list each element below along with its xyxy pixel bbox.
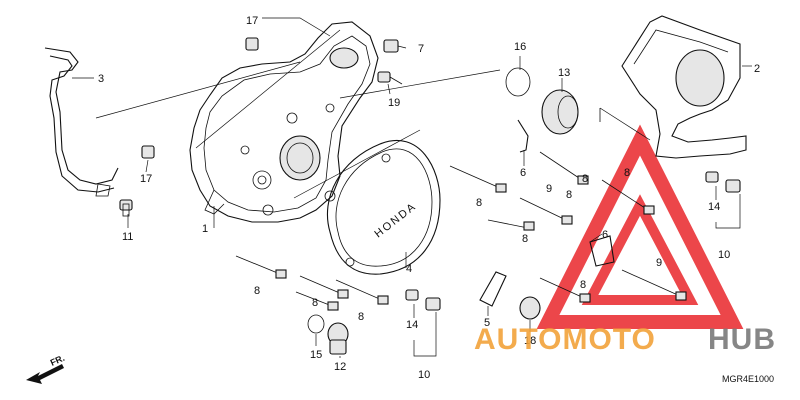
callout-8h: 8: [312, 297, 318, 309]
washer-15: [307, 314, 325, 334]
callout-8a: 8: [476, 197, 482, 209]
callout-19: 19: [388, 97, 400, 109]
front-direction-indicator: FR.: [26, 353, 66, 384]
callout-7: 7: [418, 43, 424, 55]
callout-15: 15: [310, 349, 322, 361]
diagram-code: MGR4E1000: [722, 374, 774, 384]
callout-labels: 1 2 3 4 5 6 6 7 8 8 8 8 8 8 8 8 8 9 9 10…: [98, 15, 760, 381]
callout-10b: 10: [418, 369, 430, 381]
callout-5: 5: [484, 317, 490, 329]
part-honda-side-cover: HONDA: [326, 140, 441, 275]
part-left-crankcase-cover: [189, 21, 379, 223]
callout-8i: 8: [358, 311, 364, 323]
callout-9b: 9: [656, 257, 662, 269]
plug-12: [327, 322, 349, 355]
watermark-brand-part2: HUB: [708, 323, 776, 356]
callout-14a: 14: [708, 201, 720, 213]
bolt-set: [235, 151, 687, 311]
crank-hole: [279, 135, 321, 181]
callout-8d: 8: [582, 173, 588, 185]
dowel-pin-top: [245, 37, 259, 51]
callout-17b: 17: [140, 173, 152, 185]
watermark-triangle-inner: [581, 194, 699, 305]
dowel-pin-left: [141, 145, 155, 159]
callout-4: 4: [406, 263, 412, 275]
callout-16: 16: [514, 41, 526, 53]
bolt-10-lower: [405, 289, 441, 311]
bracket-5: [479, 271, 507, 307]
callout-8g: 8: [254, 285, 260, 297]
bolt-10-right: [705, 171, 741, 193]
plug-13: [541, 89, 579, 135]
leader-lines: [72, 17, 752, 358]
watermark-brand-part1: AUTOMOTO: [474, 323, 656, 356]
callout-6b: 6: [602, 229, 608, 241]
callout-6a: 6: [520, 167, 526, 179]
watermark-brand: AUTOMOTO HUB: [474, 323, 776, 356]
callout-10a: 10: [718, 249, 730, 261]
callout-18: 18: [524, 335, 536, 347]
bolt-7: [383, 39, 399, 53]
callout-1: 1: [202, 223, 208, 235]
part-drive-cover-guard: [599, 15, 747, 159]
bracket-6-lower: [589, 235, 615, 267]
callout-14b: 14: [406, 319, 418, 331]
plug-18: [519, 296, 541, 320]
part-hose-clamp: [44, 47, 119, 197]
bolt-11: [119, 199, 133, 217]
callout-8b: 8: [522, 233, 528, 245]
callout-11: 11: [122, 231, 133, 243]
bolt-19: [377, 71, 403, 85]
front-arrow-icon: [26, 364, 64, 384]
watermark-logo: [536, 124, 744, 329]
cover-emblem: HONDA: [372, 200, 419, 240]
guard-dome: [675, 49, 725, 107]
callout-17a: 17: [246, 15, 258, 27]
oring-16: [505, 67, 531, 97]
callout-8c: 8: [566, 189, 572, 201]
callout-2: 2: [754, 63, 760, 75]
front-direction-label: FR.: [49, 353, 66, 368]
callout-9a: 9: [546, 183, 552, 195]
callout-3: 3: [98, 73, 104, 85]
bracket-6-upper: [517, 119, 529, 153]
callout-12: 12: [334, 361, 346, 373]
cover-boss: [329, 47, 359, 69]
callout-8e: 8: [624, 167, 630, 179]
callout-13: 13: [558, 67, 570, 79]
watermark-triangle-outer: [536, 124, 744, 329]
callout-8f: 8: [580, 279, 586, 291]
